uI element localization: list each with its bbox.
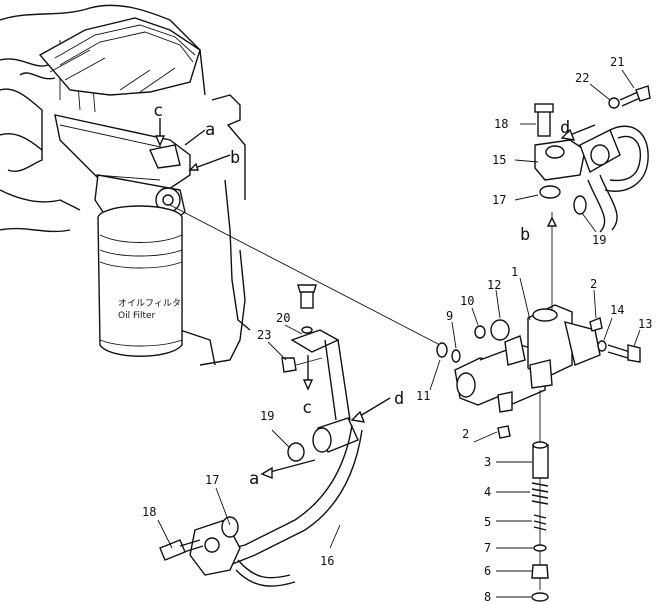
bolt-18-lower (159, 539, 204, 561)
o-ring-11 (436, 342, 448, 358)
arrow-label-c-lower: c (302, 398, 312, 418)
filter-jp-label: オイルフィルタ (118, 298, 181, 309)
plug-2-lower (497, 425, 511, 439)
callout-10: 10 (460, 294, 474, 308)
bolt-13 (607, 344, 641, 363)
o-ring-9 (451, 349, 461, 363)
upper-joint-assembly (534, 85, 651, 310)
callout-20: 20 (276, 311, 290, 325)
callout-19-upper: 19 (592, 233, 606, 247)
callout-12: 12 (487, 278, 501, 292)
arrow-label-b-lower: b (520, 225, 530, 245)
callout-8: 8 (484, 590, 491, 602)
callout-11: 11 (416, 389, 430, 403)
arrow-label-b-upper: b (230, 148, 240, 168)
bracket-assembly (281, 284, 351, 421)
reference-line (169, 204, 441, 346)
arrow-label-d-upper: d (560, 118, 570, 138)
oil-pipe (189, 417, 363, 587)
callout-21: 21 (610, 55, 624, 69)
arrow-label-a-upper: a (205, 120, 215, 140)
o-ring-12 (490, 319, 510, 341)
callout-13: 13 (638, 317, 652, 331)
valve-stack (531, 390, 549, 602)
callout-3: 3 (484, 455, 491, 469)
callout-numbers: 1 2 2 3 4 5 7 6 8 9 10 11 12 13 14 15 16… (142, 55, 652, 602)
callout-16: 16 (320, 554, 334, 568)
oil-cooler-cover (38, 17, 201, 96)
callout-2-upper: 2 (590, 277, 597, 291)
callout-14: 14 (610, 303, 624, 317)
callout-7: 7 (484, 541, 491, 555)
callout-22: 22 (575, 71, 589, 85)
callout-19-lower: 19 (260, 409, 274, 423)
callout-17-upper: 17 (492, 193, 506, 207)
callout-23: 23 (257, 328, 271, 342)
washer-14 (597, 340, 607, 352)
leader-lines (157, 69, 641, 598)
arrow-label-c-upper: c (153, 101, 163, 121)
arrow-label-d-lower: d (394, 389, 404, 409)
callout-17-lower: 17 (205, 473, 219, 487)
pipe-arrows (260, 397, 391, 480)
oil-filter: オイルフィルタ Oil Filter (97, 205, 183, 357)
callout-15: 15 (492, 153, 506, 167)
callout-1: 1 (511, 265, 518, 279)
arrow-label-a-lower: a (249, 469, 259, 489)
callout-6: 6 (484, 564, 491, 578)
callout-18-upper: 18 (494, 117, 508, 131)
plug-2-upper (589, 317, 603, 332)
valve-body (454, 304, 601, 413)
callout-5: 5 (484, 515, 491, 529)
callout-18-lower: 18 (142, 505, 156, 519)
callout-2-lower: 2 (462, 427, 469, 441)
o-ring-19-lower (287, 442, 305, 462)
callout-9: 9 (446, 309, 453, 323)
o-ring-10 (474, 325, 486, 339)
filter-en-label: Oil Filter (118, 311, 156, 321)
filter-head-arrows (154, 118, 231, 171)
callout-4: 4 (484, 485, 491, 499)
